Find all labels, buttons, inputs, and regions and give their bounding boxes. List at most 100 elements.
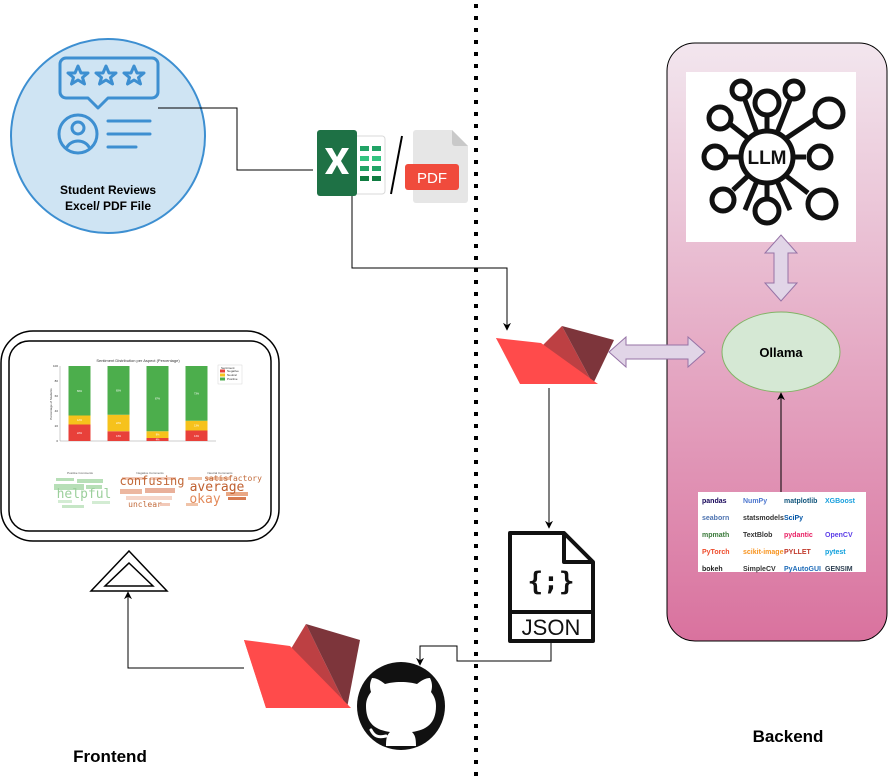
chart-ytick-label: 100	[53, 364, 58, 368]
libraries-grid: pandas NumPy matplotlib XGBoost seaborn stats…	[702, 498, 856, 573]
streamlit-frontend-icon	[244, 624, 360, 708]
legend-entry: Neutral	[227, 373, 237, 377]
wordcloud-word-confusing: confusing	[119, 474, 184, 488]
wordcloud-title-positive: Positive Comments	[67, 471, 93, 475]
chart-bar-value-label: 87%	[155, 398, 161, 401]
wordcloud-negative-decoration	[120, 477, 176, 506]
wordcloud-neutral-decoration	[186, 477, 248, 506]
chart-bar-neutral	[185, 420, 208, 431]
library-logo: GENSIM	[825, 566, 853, 573]
chart-bar-value-label: 12%	[77, 419, 83, 422]
wordcloud-title-neutral: Neutral Comments	[207, 471, 233, 475]
chart-bar-negative	[146, 438, 169, 441]
chart-ytick-label: 40	[55, 409, 59, 413]
chart-bar-positive	[146, 366, 169, 432]
json-braces-glyph: {;}	[528, 567, 575, 597]
chart-ytick-label: 0	[56, 439, 58, 443]
student-reviews-label-line2: Excel/ PDF File	[65, 199, 151, 213]
chart-ytick-label: 20	[55, 424, 59, 428]
ollama-label: Ollama	[759, 345, 803, 360]
json-icon-label: JSON	[522, 615, 581, 640]
llm-label: LLM	[747, 148, 786, 169]
dashboard-chart: Sentiment Distribution per Aspect (Perce…	[49, 358, 243, 443]
pdf-icon-label: PDF	[417, 170, 447, 187]
library-logo: scikit-image	[743, 549, 784, 556]
connector-reviews-to-files	[158, 107, 313, 171]
chart-bar-neutral	[146, 431, 169, 438]
wordcloud-word-helpful: helpful	[57, 487, 112, 502]
backend-label: Backend	[753, 727, 824, 746]
legend-swatch	[220, 377, 225, 381]
chart-bar-negative	[185, 430, 208, 441]
wordcloud-title-negative: Negative Comments	[136, 471, 164, 475]
dashboard-wordclouds: Positive Comments Negative Comments Neut…	[54, 471, 262, 509]
pdf-icon: PDF	[405, 130, 468, 203]
chart-ylabel: Percentage of Students	[49, 388, 53, 420]
chart-bar-value-label: 4%	[156, 439, 160, 442]
library-logo: matplotlib	[784, 498, 817, 505]
library-logo: statsmodels	[743, 515, 784, 522]
legend-swatch	[220, 373, 225, 377]
library-logo: mpmath	[702, 532, 729, 539]
library-logo: pytest	[825, 549, 846, 556]
library-logo: SimpleCV	[743, 566, 776, 573]
student-reviews-label-line1: Student Reviews	[60, 183, 156, 197]
library-logo: OpenCV	[825, 532, 853, 539]
library-logo: PYLLET	[784, 549, 812, 556]
github-icon	[357, 662, 445, 750]
chart-bars: 22%12%66%13%22%65%4%9%87%14%13%73%	[68, 366, 208, 442]
connector-json-to-github	[416, 643, 552, 666]
ollama-node	[721, 311, 841, 393]
library-logo: XGBoost	[825, 498, 856, 505]
chart-bar-negative	[107, 431, 130, 441]
library-logo: SciPy	[784, 515, 803, 522]
connector-streamlit-to-dashboard	[124, 591, 244, 669]
wordcloud-word-satisfactory: satisfactory	[204, 474, 262, 483]
chart-bar-positive	[107, 366, 130, 415]
file-type-divider	[390, 135, 403, 195]
python-libraries-panel: pandas NumPy matplotlib XGBoost seaborn stats…	[698, 492, 866, 573]
chart-ytick-label: 80	[55, 379, 59, 383]
chart-title: Sentiment Distribution per Aspect (Perce…	[96, 358, 180, 363]
wordcloud-word-average: average	[190, 480, 245, 495]
chart-bar-value-label: 22%	[77, 432, 83, 435]
json-file-icon: {;} JSON	[508, 531, 595, 643]
chart-bar-value-label: 66%	[77, 390, 83, 393]
chart-bar-positive	[185, 366, 208, 421]
wordcloud-word-unclear: unclear	[128, 500, 162, 509]
library-logo: pandas	[702, 498, 727, 505]
library-logo: PyTorch	[702, 549, 730, 556]
monitor-stand-icon	[89, 549, 169, 592]
legend-swatch	[220, 369, 225, 373]
chart-bar-positive	[68, 366, 91, 416]
legend-entry: Negative	[227, 369, 239, 373]
chart-ytick-label: 60	[55, 394, 59, 398]
excel-icon	[317, 130, 386, 196]
wordcloud-positive-decoration	[54, 478, 110, 508]
streamlit-app-icon	[496, 326, 614, 384]
library-logo: seaborn	[702, 515, 729, 522]
llm-ollama-bidirectional-arrow	[763, 234, 799, 302]
chart-bar-value-label: 9%	[156, 434, 160, 437]
chart-bar-value-label: 13%	[194, 425, 200, 428]
chart-bar-neutral	[68, 415, 91, 425]
chart-bar-value-label: 13%	[116, 435, 122, 438]
library-logo: bokeh	[702, 566, 723, 573]
connector-files-to-app	[351, 196, 511, 331]
library-logo: TextBlob	[743, 532, 772, 539]
chart-bar-value-label: 22%	[116, 422, 122, 425]
llm-network-icon	[701, 78, 846, 226]
student-reviews-node: Student Reviews Excel/ PDF File	[10, 38, 206, 234]
chart-bar-neutral	[107, 414, 130, 432]
chart-bar-value-label: 73%	[194, 392, 200, 395]
wordcloud-word-okay: okay	[189, 492, 220, 507]
app-ollama-bidirectional-arrow	[608, 335, 706, 369]
review-icon	[57, 56, 160, 155]
library-logo: NumPy	[743, 498, 767, 505]
legend-title: Sentiment	[221, 366, 235, 370]
library-logo: PyAutoGUI	[784, 566, 821, 573]
library-logo: pydantic	[784, 532, 813, 539]
chart-bar-negative	[68, 424, 91, 441]
